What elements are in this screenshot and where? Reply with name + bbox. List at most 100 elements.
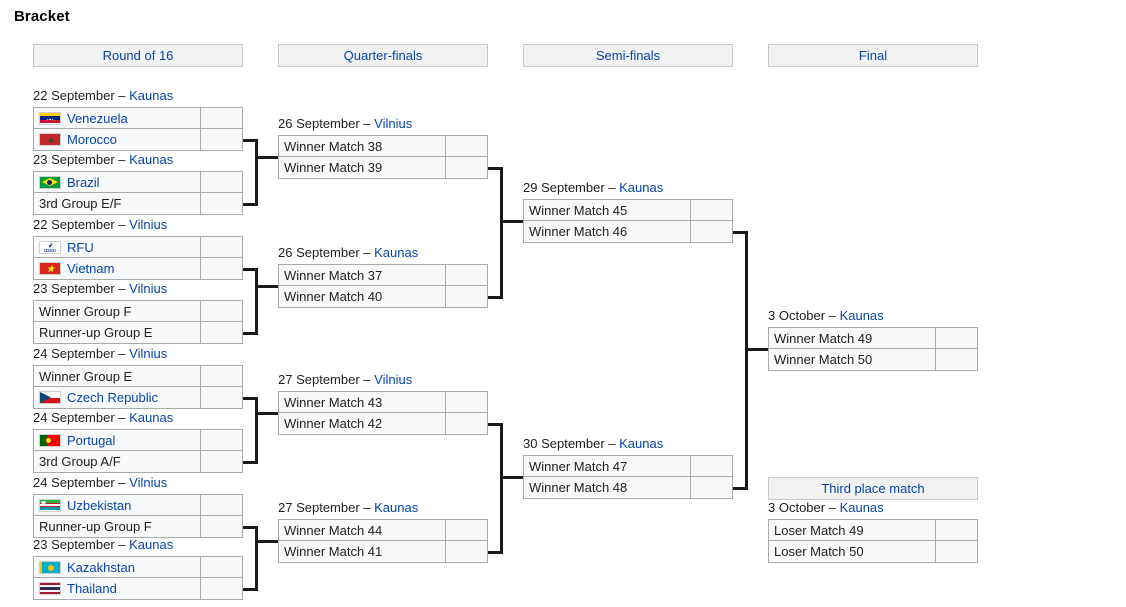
match-date-venue: 22 September – Kaunas (33, 89, 173, 103)
connector-stub-out (255, 156, 278, 159)
date-venue-separator: – (359, 116, 375, 131)
match-row: Winner Match 46 (524, 221, 732, 242)
round-header-label: Quarter-finals (343, 48, 423, 63)
match-venue-link[interactable]: Kaunas (374, 500, 419, 515)
match-venue-link[interactable]: Kaunas (129, 537, 174, 552)
match-row: Winner Match 43 (279, 392, 487, 413)
round-header-4[interactable]: Third place match (768, 477, 978, 500)
czech-flag-icon (39, 391, 61, 404)
date-venue-separator: – (114, 281, 130, 296)
team-name-link[interactable]: Morocco (67, 132, 117, 147)
team-name-link[interactable]: Vietnam (67, 261, 115, 276)
match-venue-link[interactable]: Vilnius (129, 217, 168, 232)
score-cell (446, 157, 487, 178)
brazil-flag-icon (39, 175, 61, 189)
team-cell: Winner Group F (34, 301, 201, 321)
match-venue-link[interactable]: Kaunas (839, 500, 884, 515)
team-name-link[interactable]: Brazil (67, 174, 100, 190)
match-venue-link[interactable]: Kaunas (619, 436, 664, 451)
team-cell: Loser Match 49 (769, 520, 936, 540)
team-placeholder-label: Winner Match 40 (284, 289, 383, 304)
score-cell (201, 172, 242, 192)
connector-stub-out (255, 412, 278, 415)
match-row: Winner Group E (34, 366, 242, 387)
score-cell (936, 328, 977, 348)
team-cell: ★Vietnam (34, 258, 201, 279)
team-name-link[interactable]: Portugal (67, 432, 116, 448)
match-row: Uzbekistan (34, 495, 242, 516)
connector-stub-bottom (488, 551, 500, 554)
match-date-venue: 24 September – Vilnius (33, 347, 167, 361)
match-venue-link[interactable]: Kaunas (129, 410, 174, 425)
score-cell (446, 286, 487, 307)
match-box: Winner Match 45 Winner Match 46 (523, 199, 733, 243)
match-date-venue: 23 September – Vilnius (33, 282, 167, 296)
match-venue-link[interactable]: Kaunas (839, 308, 884, 323)
match-venue-link[interactable]: Kaunas (129, 88, 174, 103)
match-date: 24 September (33, 346, 115, 361)
team-placeholder-label: 3rd Group E/F (39, 196, 122, 211)
match-box: Winner Match 37 Winner Match 40 (278, 264, 488, 308)
connector-stub-out (500, 476, 523, 479)
match-box: Venezuela ★Morocco (33, 107, 243, 151)
match-venue-link[interactable]: Kaunas (129, 152, 174, 167)
date-venue-separator: – (114, 152, 130, 167)
team-cell: Winner Match 45 (524, 200, 691, 220)
match-date-venue: 22 September – Vilnius (33, 218, 167, 232)
match-date-venue: 30 September – Kaunas (523, 437, 663, 451)
score-cell (201, 430, 242, 450)
score-cell (201, 495, 242, 515)
match-row: Portugal (34, 430, 242, 451)
team-cell: Kazakhstan (34, 557, 201, 577)
round-header-label: Round of 16 (102, 48, 174, 63)
date-venue-separator: – (359, 372, 375, 387)
match-date-venue: 29 September – Kaunas (523, 181, 663, 195)
team-placeholder-label: Winner Group F (39, 303, 132, 319)
match-venue-link[interactable]: Vilnius (129, 281, 168, 296)
connector-stub-bottom (243, 588, 255, 591)
match-date-venue: 26 September – Vilnius (278, 117, 412, 131)
team-placeholder-label: Loser Match 50 (774, 544, 864, 559)
team-cell: Uzbekistan (34, 495, 201, 515)
score-cell (446, 520, 487, 540)
rfu-flag-icon: ooooo (39, 240, 61, 254)
team-name-link[interactable]: Czech Republic (67, 390, 159, 405)
match-date: 3 October (768, 308, 826, 323)
round-header-3[interactable]: Final (768, 44, 978, 67)
score-cell (691, 200, 732, 220)
team-name-link[interactable]: RFU (67, 239, 94, 255)
connector-vertical (500, 167, 503, 299)
match-venue-link[interactable]: Vilnius (374, 116, 413, 131)
team-cell: Venezuela (34, 108, 201, 128)
team-name-link[interactable]: Kazakhstan (67, 559, 135, 575)
match-venue-link[interactable]: Vilnius (129, 346, 168, 361)
match-row: Winner Match 44 (279, 520, 487, 541)
match-row: ★Morocco (34, 129, 242, 150)
match-venue-link[interactable]: Kaunas (374, 245, 419, 260)
match-row: Loser Match 50 (769, 541, 977, 562)
team-placeholder-label: Winner Match 37 (284, 267, 383, 283)
match-row: Kazakhstan (34, 557, 242, 578)
match-venue-link[interactable]: Vilnius (374, 372, 413, 387)
team-placeholder-label: Winner Match 46 (529, 224, 628, 239)
match-venue-link[interactable]: Kaunas (619, 180, 664, 195)
round-header-2[interactable]: Semi-finals (523, 44, 733, 67)
team-name-link[interactable]: Uzbekistan (67, 497, 132, 513)
match-box: ooooo RFU ★Vietnam (33, 236, 243, 280)
team-placeholder-label: Runner-up Group E (39, 325, 153, 340)
team-name-link[interactable]: Venezuela (67, 110, 128, 126)
connector-stub-top (243, 397, 255, 400)
score-cell (201, 322, 242, 343)
team-cell: Winner Match 48 (524, 477, 691, 498)
match-venue-link[interactable]: Vilnius (129, 475, 168, 490)
round-header-0[interactable]: Round of 16 (33, 44, 243, 67)
team-name-link[interactable]: Thailand (67, 581, 117, 596)
team-cell: Winner Match 43 (279, 392, 446, 412)
team-cell: Loser Match 50 (769, 541, 936, 562)
match-date: 24 September (33, 475, 115, 490)
match-row: 3rd Group E/F (34, 193, 242, 214)
round-header-1[interactable]: Quarter-finals (278, 44, 488, 67)
